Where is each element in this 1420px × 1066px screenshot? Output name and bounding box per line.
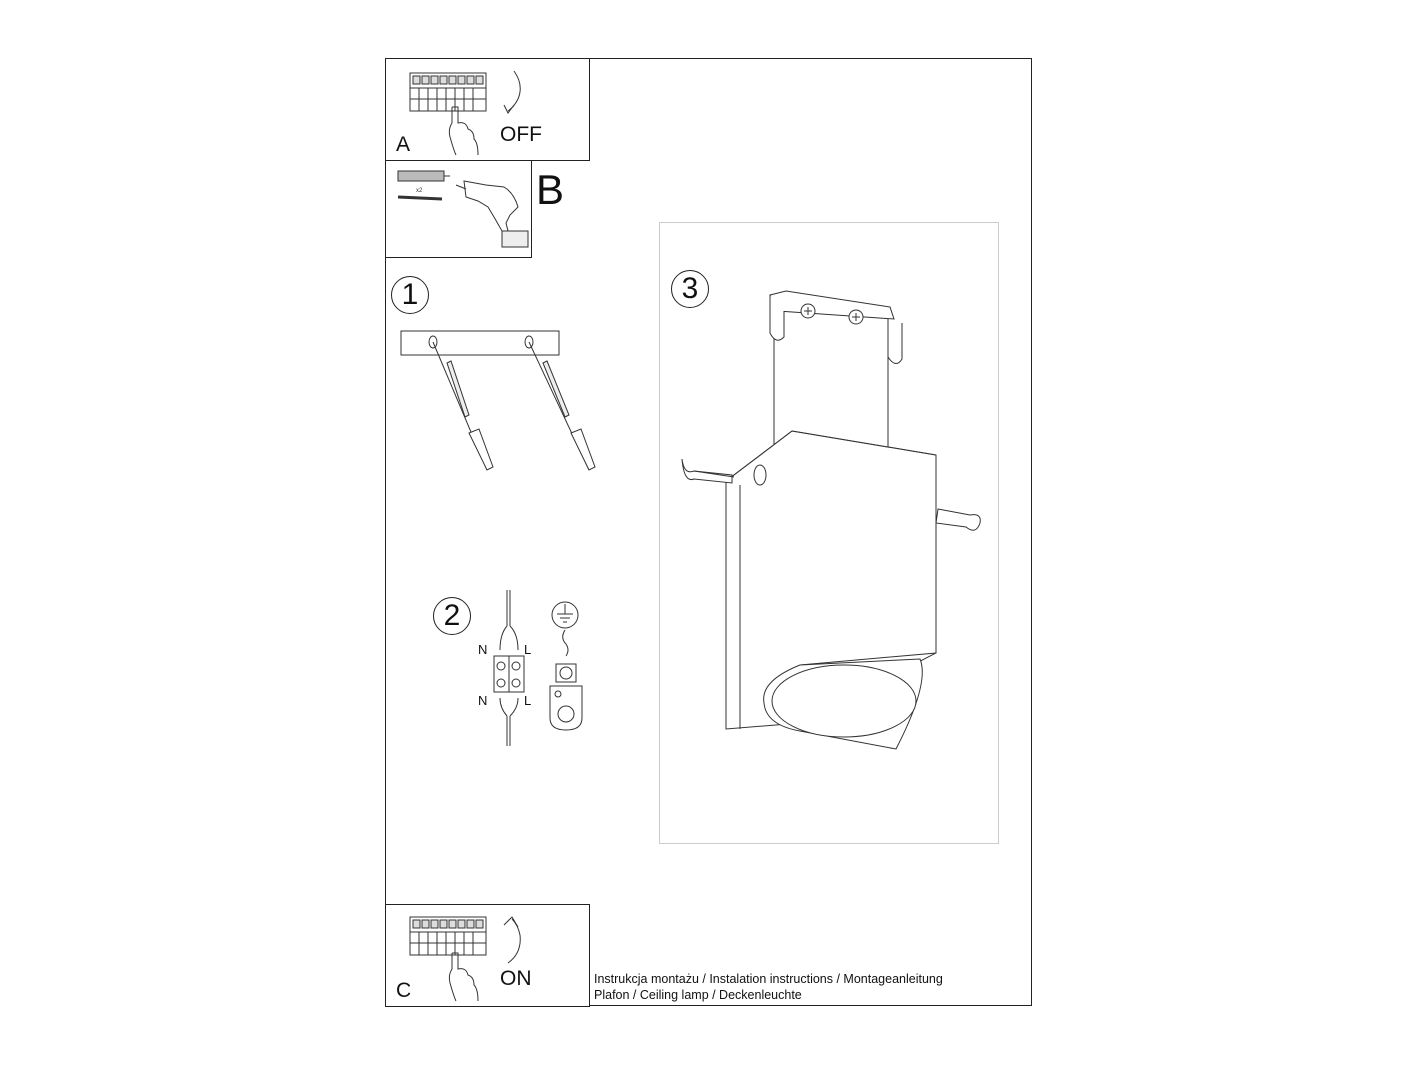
- step-c-letter: C: [396, 979, 411, 1002]
- instruction-sheet: [385, 58, 1032, 1006]
- off-label: OFF: [500, 123, 542, 146]
- step-2-number: 2: [433, 597, 471, 635]
- live-label-bottom: L: [524, 693, 531, 708]
- ceiling-lamp-assembly-icon: [681, 290, 981, 750]
- neutral-label-top: N: [478, 642, 487, 657]
- breaker-off-icon: A OFF: [396, 70, 542, 156]
- step-3-number: 3: [671, 270, 709, 308]
- step-b-letter: B: [536, 166, 565, 213]
- step-1-number: 1: [391, 276, 429, 314]
- step-3-panel: [659, 222, 999, 844]
- live-label-top: L: [524, 642, 531, 657]
- neutral-label-bottom: N: [478, 693, 487, 708]
- qty-label: x2: [416, 188, 423, 194]
- wiring-connector-icon: N L N L: [478, 590, 583, 746]
- step-c-panel: C ON: [385, 904, 590, 1007]
- mounting-bracket-screws-icon: [400, 330, 596, 471]
- drill-and-anchors-icon: x2: [397, 170, 529, 248]
- footer-subtitle: Plafon / Ceiling lamp / Deckenleuchte: [594, 988, 802, 1002]
- step-b-panel: x2 B: [385, 160, 564, 258]
- step-a-letter: A: [396, 133, 410, 156]
- on-label: ON: [500, 967, 532, 990]
- footer-title: Instrukcja montażu / Instalation instruc…: [594, 972, 943, 986]
- step-a-panel: A OFF: [385, 58, 590, 161]
- breaker-on-icon: C ON: [396, 916, 532, 1002]
